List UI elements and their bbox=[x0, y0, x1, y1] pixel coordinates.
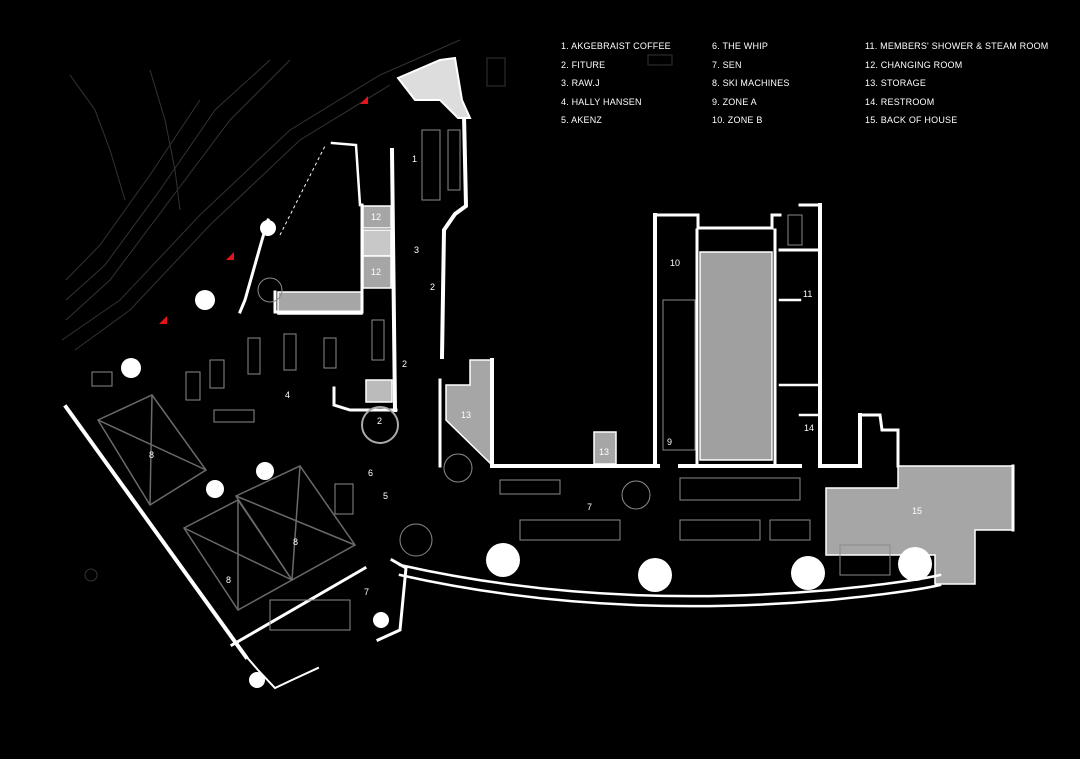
grey-rooms bbox=[277, 205, 1014, 585]
back-of-house-15 bbox=[825, 465, 1014, 585]
label-11: 11 bbox=[803, 289, 812, 299]
zone-a-court bbox=[699, 251, 773, 461]
label-13a: 13 bbox=[461, 410, 471, 420]
label-2b: 2 bbox=[402, 359, 407, 369]
label-3: 3 bbox=[414, 245, 419, 255]
columns bbox=[121, 220, 932, 688]
legend-item: 2. FITURE bbox=[561, 59, 606, 70]
legend-item: 15. BACK OF HOUSE bbox=[865, 115, 958, 125]
plan-labels: 1 2 2 2 3 4 5 6 7 7 8 8 8 9 10 11 12 12 … bbox=[149, 154, 922, 597]
label-2a: 2 bbox=[430, 282, 435, 292]
changing-room-12-mid bbox=[362, 229, 392, 257]
legend-item: 5. AKENZ bbox=[561, 115, 603, 125]
label-10: 10 bbox=[670, 258, 680, 268]
legend-item: 12. CHANGING ROOM bbox=[865, 59, 963, 70]
legend-item: 3. RAW.J bbox=[561, 78, 600, 88]
label-7a: 7 bbox=[587, 502, 592, 512]
label-9: 9 bbox=[667, 437, 672, 447]
legend-item: 10. ZONE B bbox=[712, 115, 763, 125]
entry-kiosk bbox=[396, 56, 472, 119]
label-4: 4 bbox=[285, 390, 290, 400]
legend-item: 8. SKI MACHINES bbox=[712, 78, 790, 88]
label-6: 6 bbox=[368, 468, 373, 478]
ski-machine-areas bbox=[96, 394, 357, 611]
small-grey-room bbox=[365, 379, 393, 403]
legend-item: 6. THE WHIP bbox=[712, 41, 769, 51]
label-8b: 8 bbox=[293, 537, 298, 547]
legend-item: 13. STORAGE bbox=[865, 78, 927, 88]
legend-column-3: 11. MEMBERS' SHOWER & STEAM ROOM 12. CHA… bbox=[865, 40, 1048, 133]
label-12b: 12 bbox=[371, 267, 381, 277]
furniture bbox=[91, 129, 891, 631]
legend-item: 11. MEMBERS' SHOWER & STEAM ROOM bbox=[865, 41, 1049, 51]
label-8c: 8 bbox=[226, 575, 231, 585]
label-14: 14 bbox=[804, 423, 814, 433]
entrance-markers bbox=[159, 96, 368, 324]
label-8a: 8 bbox=[149, 450, 154, 460]
label-15: 15 bbox=[912, 506, 922, 516]
site-context bbox=[61, 39, 673, 582]
label-12a: 12 bbox=[371, 212, 381, 222]
legend-item: 4. HALLY HANSEN bbox=[561, 96, 642, 107]
legend-item: 14. RESTROOM bbox=[865, 96, 935, 107]
label-5: 5 bbox=[383, 491, 388, 501]
legend-item: 9. ZONE A bbox=[712, 96, 757, 107]
walls bbox=[63, 112, 1015, 690]
label-7b: 7 bbox=[364, 587, 369, 597]
legend-column-2: 6. THE WHIP 7. SEN 8. SKI MACHINES 9. ZO… bbox=[712, 40, 790, 133]
label-13b: 13 bbox=[599, 447, 609, 457]
dashed-line bbox=[279, 145, 326, 236]
legend-item: 7. SEN bbox=[712, 59, 742, 70]
label-2c: 2 bbox=[377, 416, 382, 426]
legend-item: 1. AKGEBRAIST COFFEE bbox=[561, 41, 671, 51]
legend-column-1: 1. AKGEBRAIST COFFEE 2. FITURE 3. RAW.J … bbox=[561, 40, 671, 133]
label-1: 1 bbox=[412, 154, 417, 164]
